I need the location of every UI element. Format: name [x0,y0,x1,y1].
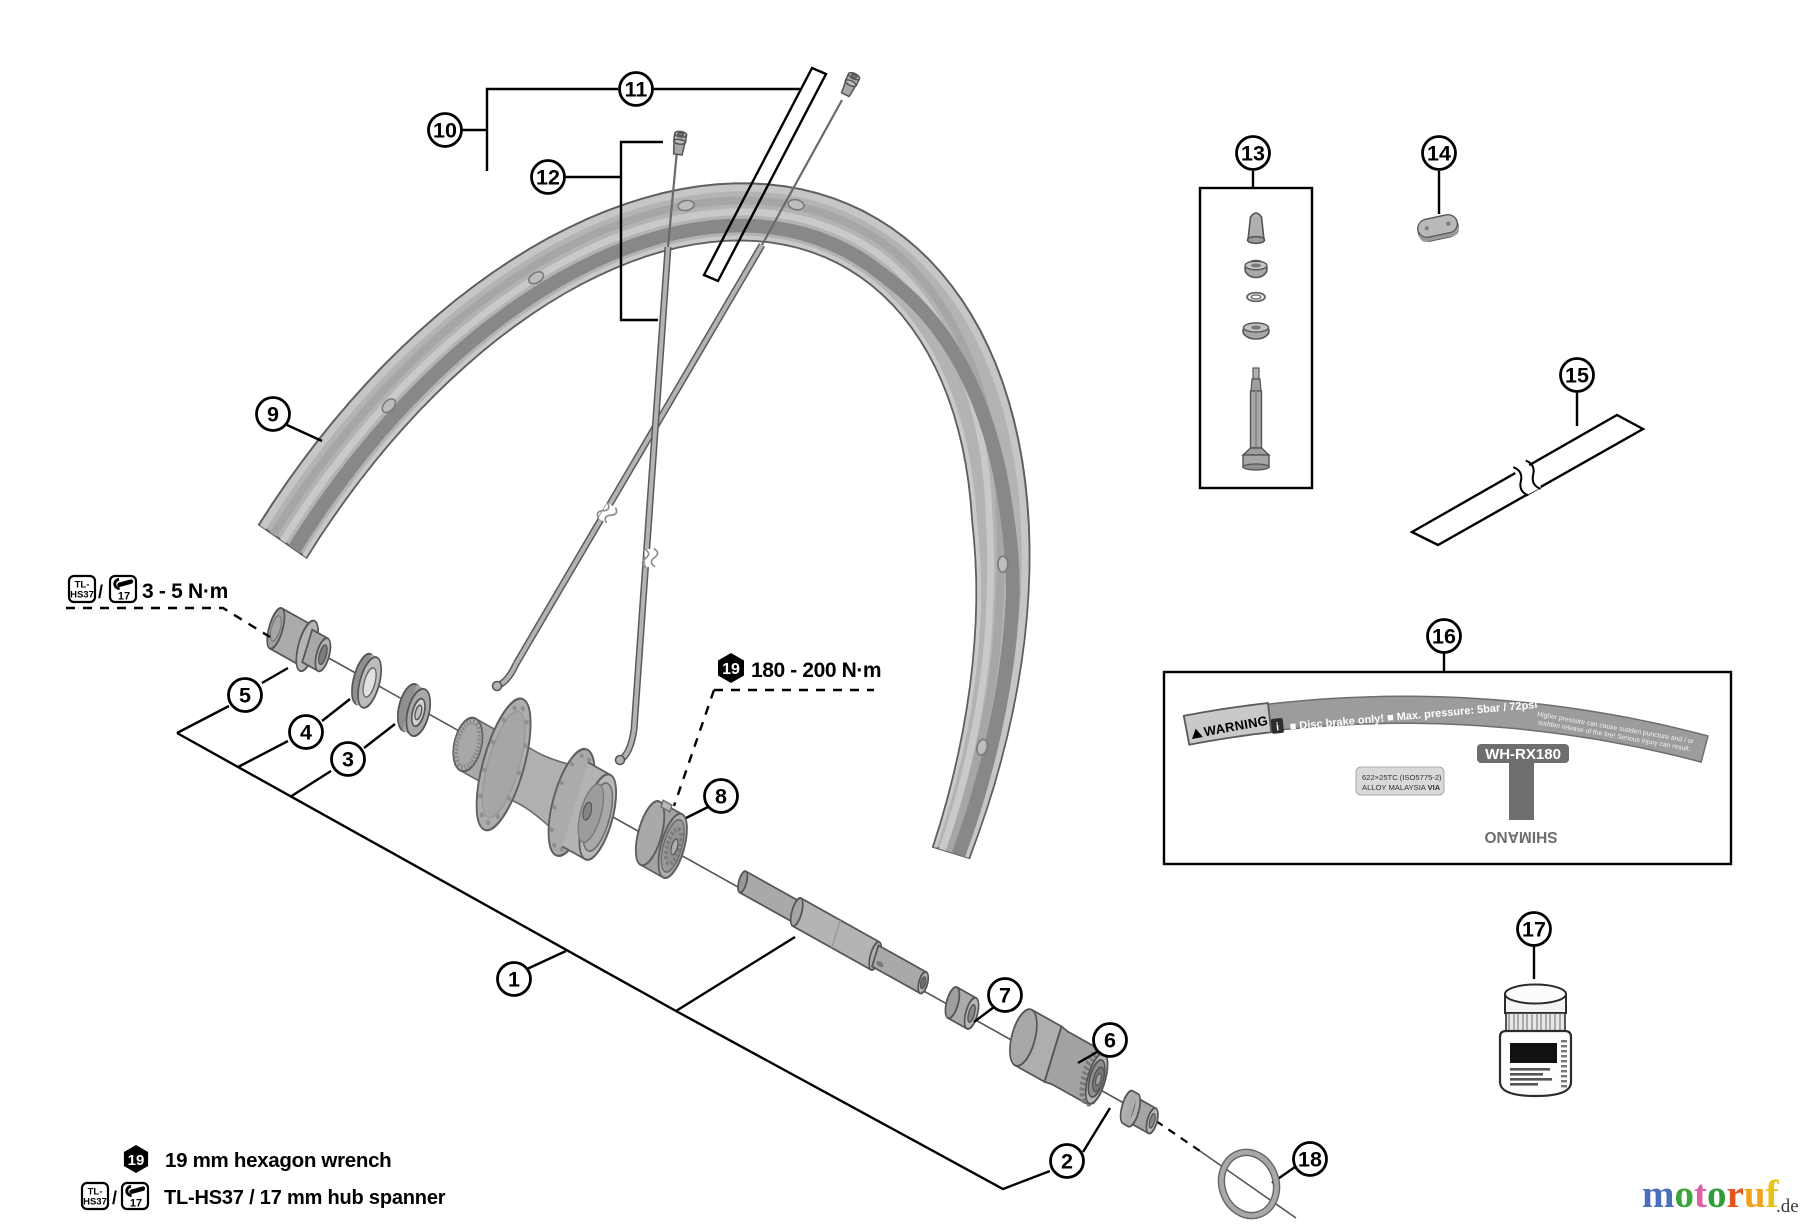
svg-text:2: 2 [1061,1150,1073,1174]
svg-text:7: 7 [999,984,1011,1008]
svg-text:WH-RX180: WH-RX180 [1485,746,1561,763]
svg-text:17: 17 [1522,918,1546,942]
svg-text:17: 17 [130,1198,142,1210]
svg-text:/: / [98,582,103,602]
svg-text:4: 4 [300,721,312,745]
svg-text:19: 19 [722,661,740,678]
svg-text:HS37: HS37 [70,590,94,601]
svg-text:i: i [1275,721,1279,733]
svg-text:13: 13 [1241,142,1265,166]
svg-text:19: 19 [128,1152,145,1169]
svg-text:180 - 200 N·m: 180 - 200 N·m [751,659,881,682]
svg-text:9: 9 [267,403,279,427]
svg-text:17: 17 [118,591,130,603]
svg-text:10: 10 [433,119,457,143]
svg-text:1: 1 [508,968,520,992]
svg-text:TL-: TL- [88,1187,103,1198]
svg-text:3 - 5 N·m: 3 - 5 N·m [142,580,228,603]
svg-text:ALLOY MALAYSIA VIA: ALLOY MALAYSIA VIA [1362,783,1441,792]
svg-text:15: 15 [1565,364,1589,388]
svg-text:5: 5 [239,684,251,708]
svg-text:14: 14 [1427,142,1451,166]
svg-text:motoruf: motoruf [1642,1173,1780,1216]
svg-text:TL-: TL- [75,580,90,591]
svg-text:11: 11 [625,78,648,102]
svg-text:19 mm hexagon wrench: 19 mm hexagon wrench [165,1149,391,1172]
svg-text:622×25TC (ISO5775-2): 622×25TC (ISO5775-2) [1362,773,1442,782]
svg-text:3: 3 [342,748,354,772]
svg-text:HS37: HS37 [83,1197,107,1208]
svg-text:18: 18 [1298,1148,1322,1172]
svg-text:/: / [112,1188,117,1208]
svg-text:8: 8 [715,785,727,809]
svg-text:SHIMANO: SHIMANO [1484,828,1557,845]
svg-text:.de: .de [1776,1196,1799,1217]
svg-text:16: 16 [1432,625,1456,649]
svg-text:6: 6 [1104,1029,1116,1053]
svg-text:12: 12 [536,166,560,190]
svg-text:TL-HS37 / 17 mm hub spanner: TL-HS37 / 17 mm hub spanner [164,1187,446,1209]
